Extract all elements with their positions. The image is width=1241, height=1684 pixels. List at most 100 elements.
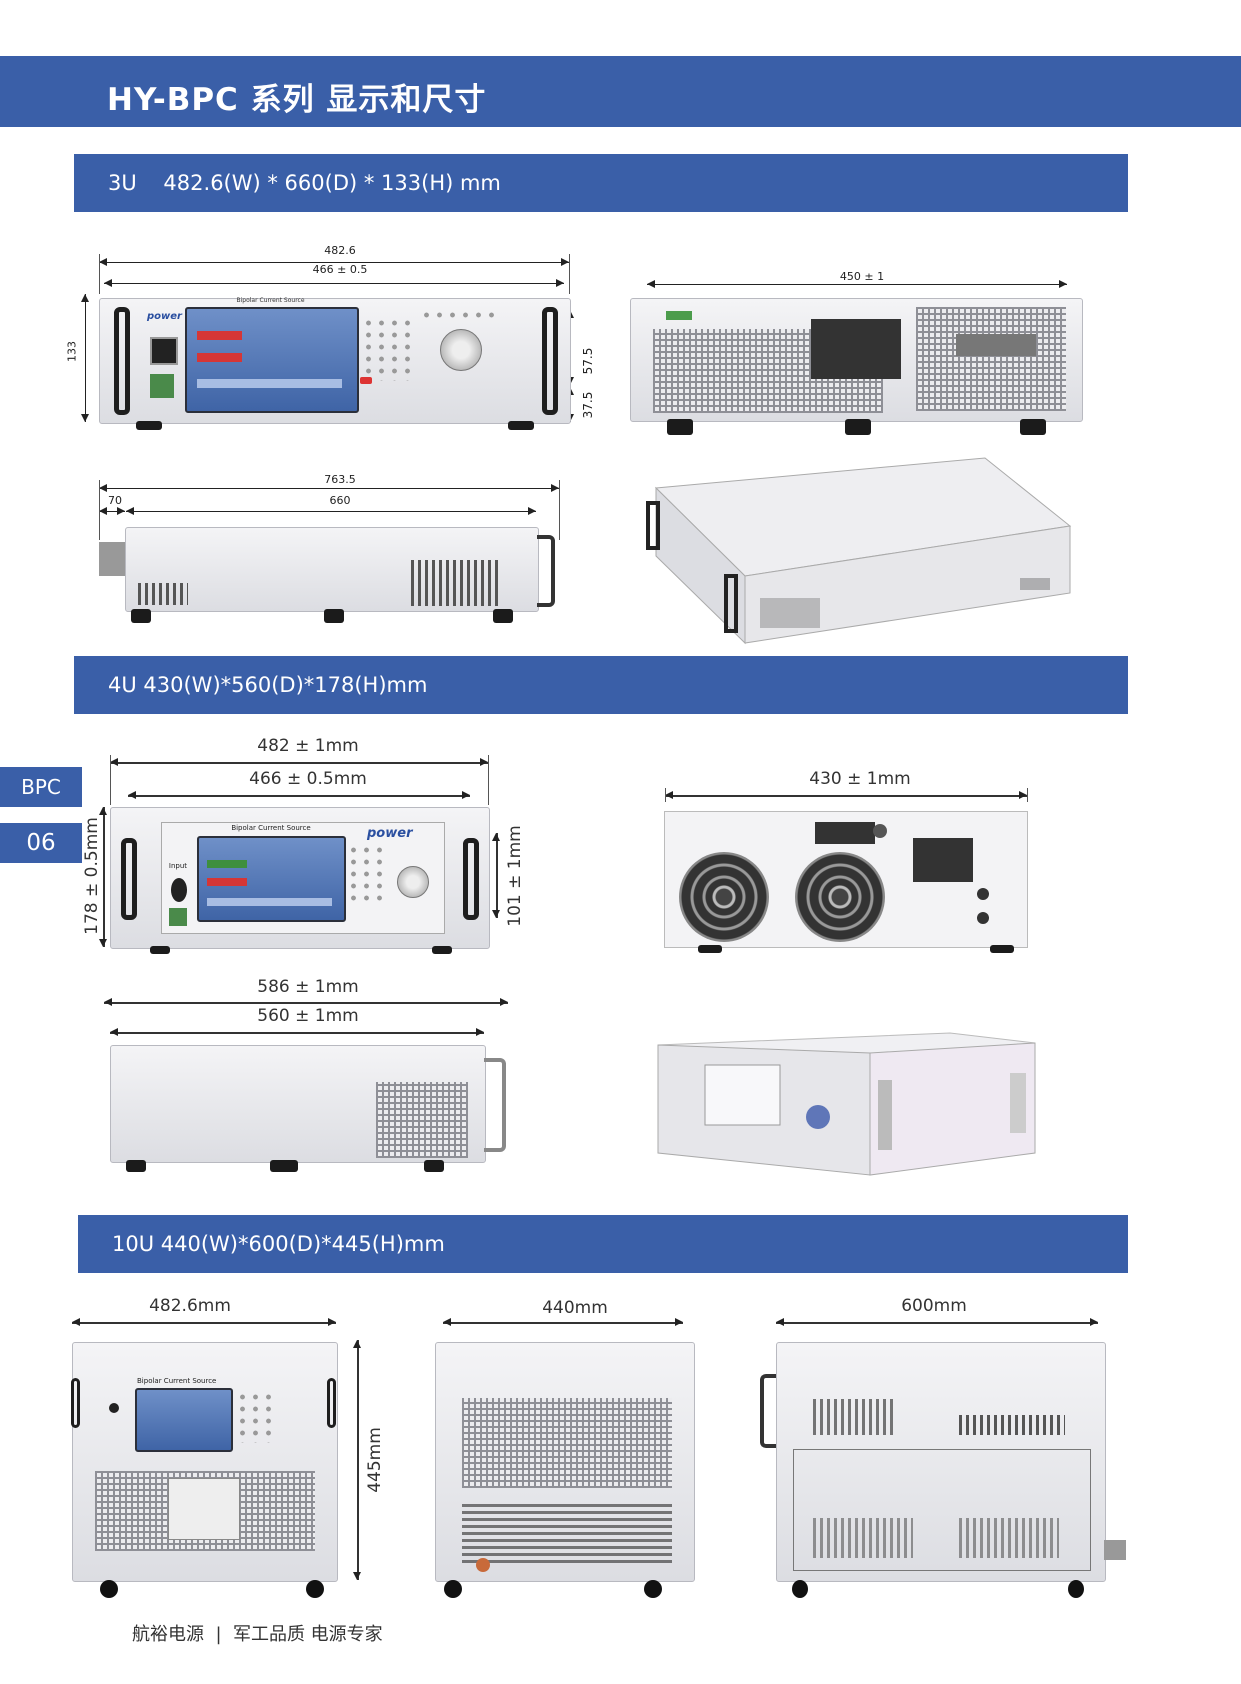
dim-tick — [569, 254, 570, 294]
right-handle — [327, 1378, 336, 1428]
readout-bar — [207, 898, 332, 906]
rear-connector-profile — [1104, 1540, 1126, 1560]
keypad[interactable] — [362, 317, 414, 381]
dim-line — [110, 759, 488, 765]
rotary-knob[interactable] — [397, 866, 429, 898]
section-10u-title: 10U 440(W)*600(D)*445(H)mm — [112, 1232, 445, 1256]
foot — [667, 419, 693, 435]
rotary-knob[interactable] — [440, 329, 482, 371]
power-terminal — [913, 838, 973, 882]
caster-wheel — [100, 1580, 118, 1598]
connector — [873, 824, 887, 838]
dim-3u-side-front-offset: 70 — [108, 494, 122, 507]
dim-line — [99, 484, 559, 492]
4u-side-panel — [110, 1045, 486, 1163]
4u-perspective-view — [657, 1032, 1036, 1176]
dim-line — [128, 792, 470, 798]
dim-10u-front-height: 445mm — [365, 1427, 385, 1493]
section-3u-header: 3U 482.6(W) * 660(D) * 133(H) mm — [74, 154, 1128, 212]
foot — [131, 609, 151, 623]
page-number-tab: 06 — [0, 823, 82, 863]
cooling-fan — [795, 852, 885, 942]
dim-line — [493, 833, 499, 918]
3u-perspective-view — [646, 457, 1072, 645]
dim-line — [104, 279, 564, 287]
dim-3u-bottom-offset: 37.5 — [581, 391, 595, 419]
function-keys[interactable] — [420, 309, 500, 323]
dim-line — [100, 807, 106, 947]
front-handle-profile — [99, 542, 127, 576]
output-button[interactable] — [360, 377, 372, 384]
rear-fan-grille — [462, 1398, 672, 1488]
dim-line — [647, 280, 1067, 288]
rear-vent — [462, 1503, 672, 1563]
status-indicator — [207, 878, 247, 886]
foot — [432, 946, 452, 954]
dim-tick — [1027, 788, 1028, 802]
footer-slogan: 航裕电源 | 军工品质 电源专家 — [132, 1624, 383, 1645]
device-name: Bipolar Current Source — [137, 1377, 217, 1385]
keypad[interactable] — [236, 1391, 272, 1443]
foot — [136, 421, 162, 430]
display-screen — [197, 836, 346, 922]
dim-4u-side-depth: 560 ± 1mm — [257, 1006, 359, 1026]
page-title-bar: HY-BPC 系列 显示和尺寸 — [0, 56, 1241, 127]
dim-3u-rear-width: 450 ± 1 — [839, 270, 885, 283]
foot — [270, 1160, 298, 1172]
dim-line — [99, 507, 125, 515]
input-label: Input — [168, 862, 188, 870]
dim-line — [104, 999, 508, 1005]
caster-wheel — [792, 1580, 808, 1598]
3u-rear-panel — [630, 298, 1083, 422]
dim-line — [665, 792, 1027, 798]
rear-vent — [916, 307, 1066, 411]
label-plate — [956, 334, 1036, 356]
foot — [698, 945, 722, 953]
side-vent — [959, 1415, 1065, 1435]
4u-rear-panel — [664, 811, 1028, 948]
power-switch — [150, 337, 178, 365]
10u-side-panel — [776, 1342, 1106, 1582]
foot — [1020, 419, 1046, 435]
breaker-panel — [168, 1478, 240, 1540]
indicator — [109, 1403, 119, 1413]
readout-bar — [197, 379, 342, 388]
caster-wheel — [1068, 1580, 1084, 1598]
connector — [977, 912, 989, 924]
side-vent — [813, 1518, 913, 1558]
qr-code — [150, 374, 174, 398]
dim-tick — [99, 254, 100, 294]
caster-wheel — [644, 1580, 662, 1598]
4u-front-panel: Bipolar Current Source Input power — [110, 807, 490, 949]
connector — [977, 888, 989, 900]
dim-10u-side-depth: 600mm — [901, 1296, 967, 1316]
dim-line — [99, 258, 569, 266]
terminal — [476, 1558, 490, 1572]
10u-rear-panel — [435, 1342, 695, 1582]
caster-wheel — [306, 1580, 324, 1598]
foot — [990, 945, 1014, 953]
rear-handle-profile — [537, 535, 555, 607]
keypad[interactable] — [347, 844, 389, 902]
dim-4u-front-total-width: 482 ± 1mm — [257, 736, 359, 756]
device-name: Bipolar Current Source — [231, 824, 311, 832]
left-handle — [121, 838, 137, 920]
right-handle — [463, 838, 479, 920]
section-10u-header: 10U 440(W)*600(D)*445(H)mm — [78, 1215, 1128, 1273]
foot — [126, 1160, 146, 1172]
3u-side-panel — [125, 527, 539, 612]
dim-line — [126, 507, 536, 515]
dim-3u-front-total-width: 482.6 — [324, 244, 356, 257]
side-vent — [813, 1399, 893, 1435]
dim-line — [443, 1319, 683, 1325]
dim-line — [354, 1340, 360, 1580]
left-handle — [71, 1378, 80, 1428]
terminal-block — [811, 319, 901, 379]
3u-front-panel: power Bipolar Current Source — [99, 297, 571, 424]
side-vent — [959, 1518, 1059, 1558]
status-indicator — [197, 331, 242, 340]
green-terminal — [666, 311, 692, 320]
terminal-block — [815, 822, 875, 844]
dim-line — [81, 294, 89, 422]
foot — [324, 609, 344, 623]
